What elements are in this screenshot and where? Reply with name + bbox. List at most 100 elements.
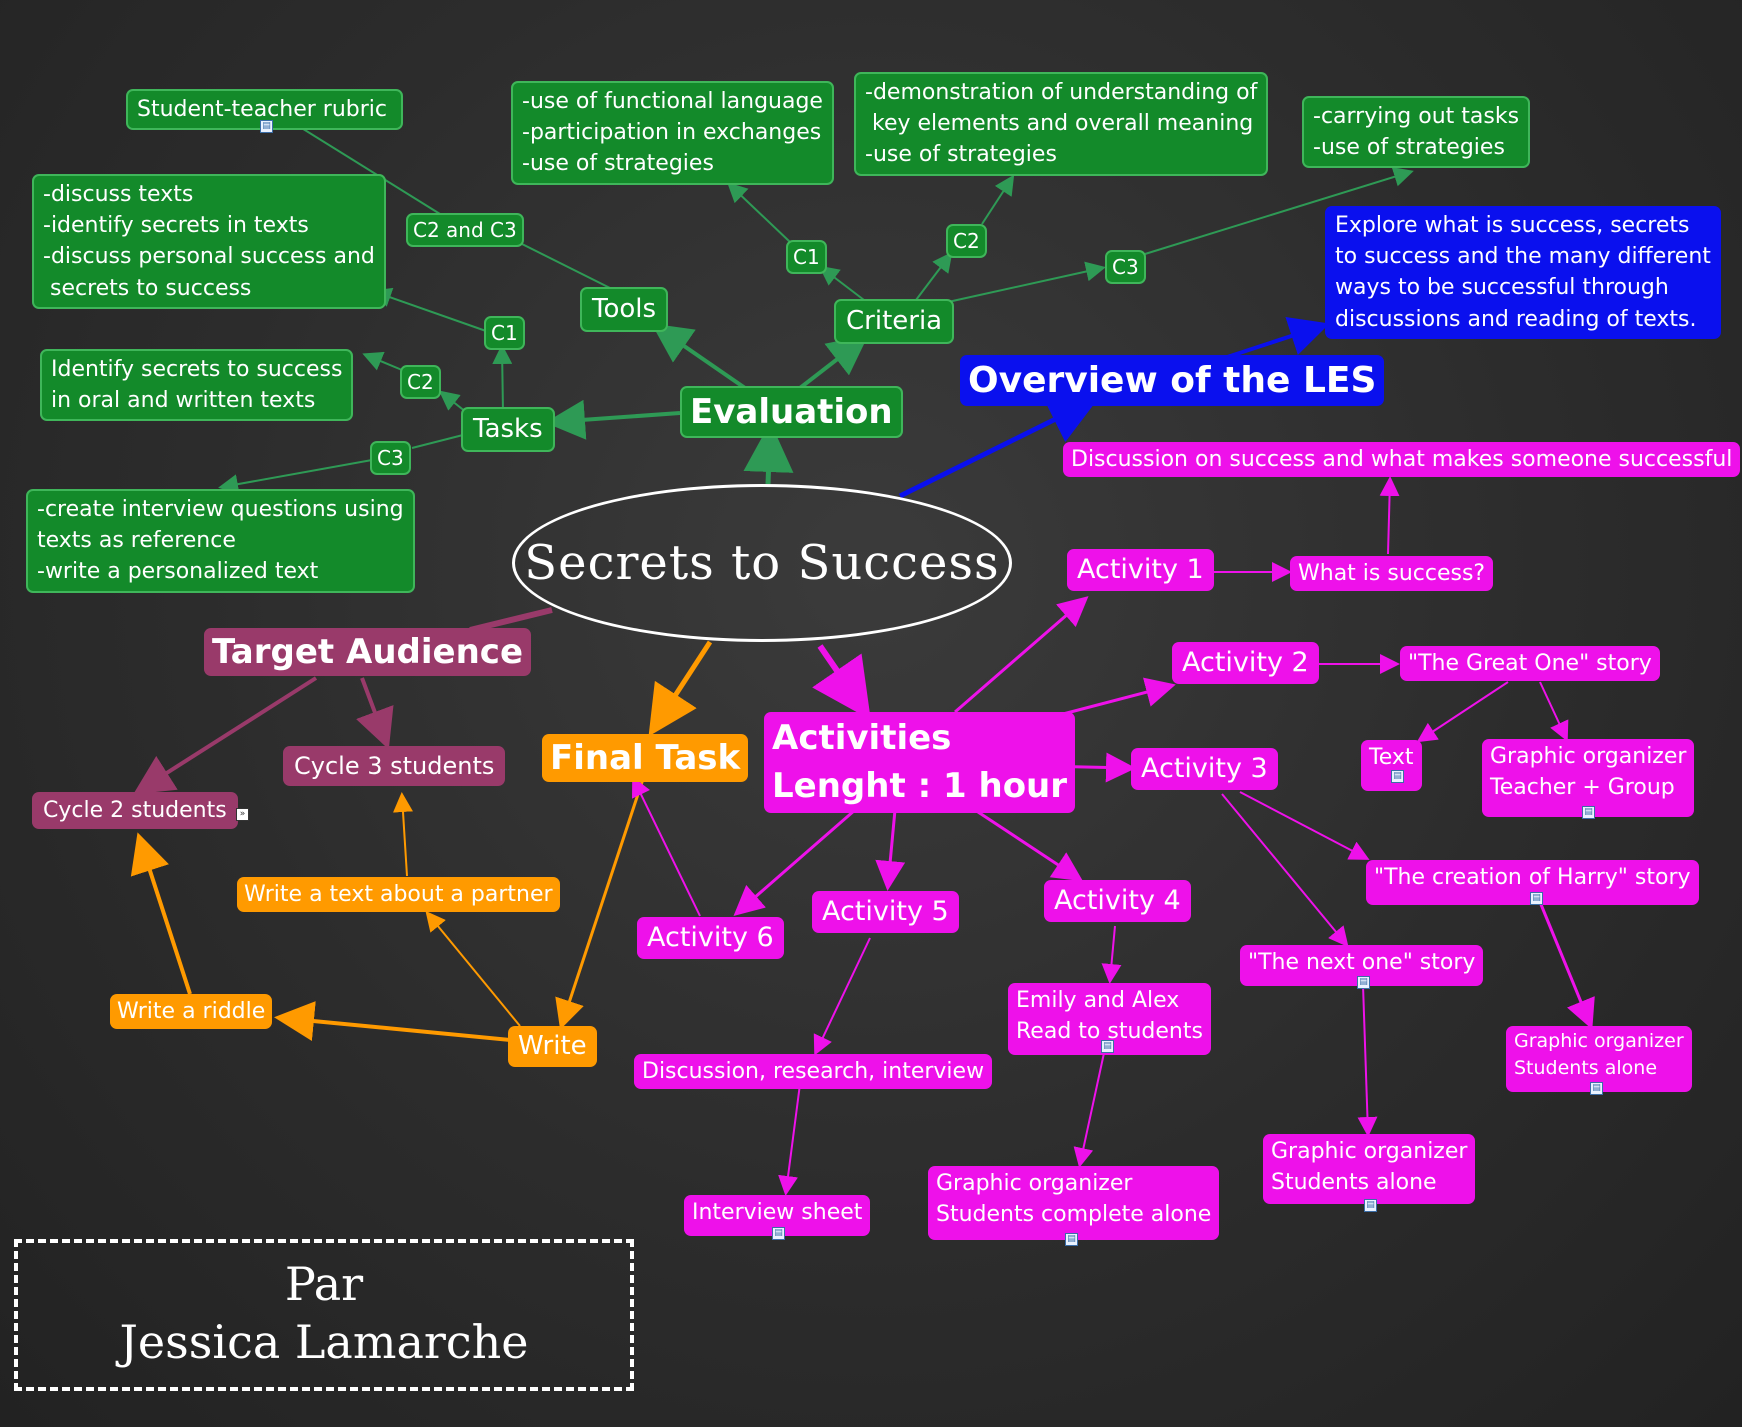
attachment-icon[interactable]: ▤: [1582, 806, 1595, 819]
edge-next-organizer: [1357, 984, 1378, 1137]
edge-activities-a4: [974, 808, 1084, 882]
edge-center-activities: [812, 644, 871, 720]
edge-story-organizer: [1539, 681, 1569, 742]
edge-c3-text: [218, 459, 373, 495]
edge-target-cycle2: [133, 676, 318, 795]
organizer-teacher-group-node[interactable]: Graphic organizer Teacher + Group: [1482, 739, 1695, 818]
next-organizer-node[interactable]: Graphic organizer Students alone: [1263, 1134, 1476, 1205]
target-audience-node[interactable]: Target Audience: [204, 628, 531, 677]
cycle2-node[interactable]: Cycle 2 students: [32, 792, 238, 830]
edge-activities-a5: [875, 809, 906, 891]
edge-story-text: [1416, 681, 1509, 743]
criteria-node[interactable]: Criteria: [834, 299, 955, 344]
edge-c3-ctext: [1144, 167, 1414, 255]
edge-tasks-c1: [492, 344, 513, 413]
overview-text[interactable]: Explore what is success, secrets to succ…: [1325, 206, 1721, 339]
write-partner-node[interactable]: Write a text about a partner: [237, 877, 560, 913]
edge-center-final: [648, 640, 713, 737]
edge-a5-discussion: [813, 937, 871, 1056]
edge-center-evaluation: [743, 422, 794, 485]
great-one-story-node[interactable]: "The Great One" story: [1400, 646, 1660, 682]
edge-center-overview: [898, 397, 1099, 499]
edge-riddle-cycle2: [130, 832, 192, 995]
write-riddle-node[interactable]: Write a riddle: [110, 994, 273, 1030]
discussion-research-node[interactable]: Discussion, research, interview: [634, 1054, 993, 1090]
cycle3-node[interactable]: Cycle 3 students: [283, 746, 506, 787]
activity-2-node[interactable]: Activity 2: [1172, 642, 1319, 685]
edge-harry-organizer: [1538, 901, 1595, 1030]
author-name: Jessica Lamarche: [119, 1315, 529, 1369]
attachment-icon[interactable]: ▤: [260, 120, 273, 133]
criteria-c2-text[interactable]: -demonstration of understanding of key e…: [854, 72, 1269, 176]
edge-tools-c2c3: [509, 237, 619, 293]
activities-node[interactable]: Activities Lenght : 1 hour: [764, 712, 1076, 813]
attachment-icon[interactable]: ▤: [1391, 770, 1404, 783]
edge-c2c3-rubric: [299, 126, 441, 215]
edge-what-discussion: [1379, 476, 1400, 555]
tasks-c2-text[interactable]: Identify secrets to success in oral and …: [40, 349, 354, 422]
attachment-icon[interactable]: ▤: [1364, 1199, 1377, 1212]
criteria-c1-text[interactable]: -use of functional language -participati…: [511, 81, 834, 185]
edge-a6-final: [631, 776, 701, 917]
edge-a3-harry: [1239, 791, 1370, 860]
tasks-c3-node[interactable]: C3: [370, 441, 411, 476]
edge-discussion-sheet: [778, 1083, 801, 1196]
criteria-c1-node[interactable]: C1: [786, 240, 827, 275]
tasks-c1-text[interactable]: -discuss texts -identify secrets in text…: [32, 174, 386, 309]
harry-organizer-node[interactable]: Graphic organizer Students alone: [1506, 1026, 1692, 1092]
activity-6-node[interactable]: Activity 6: [637, 917, 784, 960]
tools-c2c3-node[interactable]: C2 and C3: [406, 213, 524, 248]
edge-target-cycle3: [356, 677, 394, 750]
edge-evaluation-tasks: [545, 399, 681, 440]
next-one-story-node[interactable]: "The next one" story: [1240, 945, 1484, 987]
write-node[interactable]: Write: [508, 1026, 597, 1067]
attachment-icon[interactable]: ▤: [1530, 892, 1543, 905]
central-topic[interactable]: Secrets to Success: [512, 484, 1012, 642]
edge-center-target: [469, 607, 553, 633]
interview-sheet-node[interactable]: Interview sheet: [684, 1195, 871, 1237]
activity-5-node[interactable]: Activity 5: [812, 891, 959, 934]
edge-evaluation-criteria: [798, 335, 869, 390]
discussion-success-node[interactable]: Discussion on success and what makes som…: [1063, 442, 1741, 478]
author-box: Par Jessica Lamarche: [14, 1239, 634, 1391]
edge-tasks-c3: [411, 434, 464, 449]
organizer-complete-alone-node[interactable]: Graphic organizer Students complete alon…: [928, 1166, 1220, 1241]
edge-write-partner: [425, 910, 521, 1027]
edge-activities-a1: [954, 596, 1089, 714]
overview-node[interactable]: Overview of the LES: [960, 355, 1385, 407]
criteria-c3-node[interactable]: C3: [1105, 250, 1146, 285]
evaluation-node[interactable]: Evaluation: [680, 386, 903, 439]
text-node[interactable]: Text: [1361, 740, 1422, 792]
edge-criteria-c1: [818, 265, 865, 301]
edge-c2-text: [362, 351, 403, 371]
edge-c1-ctext: [727, 182, 791, 243]
activity-1-node[interactable]: Activity 1: [1067, 549, 1214, 592]
tasks-c2-node[interactable]: C2: [400, 365, 441, 400]
activity-3-node[interactable]: Activity 3: [1131, 748, 1278, 791]
attachment-icon[interactable]: ▤: [1357, 976, 1370, 989]
attachment-icon[interactable]: ▤: [772, 1227, 785, 1240]
rubric-label: Student-teacher rubric: [137, 97, 388, 122]
edge-c2-ctext: [981, 174, 1015, 225]
edge-write-riddle: [274, 1001, 511, 1042]
what-is-success-node[interactable]: What is success?: [1290, 556, 1494, 592]
tools-node[interactable]: Tools: [580, 287, 669, 332]
edge-evaluation-tools: [651, 323, 747, 390]
link-icon[interactable]: »: [236, 808, 249, 821]
tasks-c1-node[interactable]: C1: [484, 316, 525, 351]
attachment-icon[interactable]: ▤: [1590, 1082, 1603, 1095]
harry-story-node[interactable]: "The creation of Harry" story: [1366, 860, 1699, 906]
author-prefix: Par: [284, 1257, 364, 1311]
criteria-c3-text[interactable]: -carrying out tasks -use of strategies: [1302, 96, 1531, 169]
attachment-icon[interactable]: ▤: [1065, 1233, 1078, 1246]
edge-a3-next: [1221, 793, 1349, 948]
final-task-node[interactable]: Final Task: [542, 734, 749, 783]
activity-4-node[interactable]: Activity 4: [1044, 880, 1191, 923]
criteria-c2-node[interactable]: C2: [946, 224, 987, 259]
tasks-node[interactable]: Tasks: [461, 407, 555, 452]
attachment-icon[interactable]: ▤: [1101, 1040, 1114, 1053]
emily-alex-node[interactable]: Emily and Alex Read to students: [1008, 983, 1211, 1056]
tasks-c3-text[interactable]: -create interview questions using texts …: [26, 489, 415, 593]
edge-c1-text: [371, 287, 487, 332]
